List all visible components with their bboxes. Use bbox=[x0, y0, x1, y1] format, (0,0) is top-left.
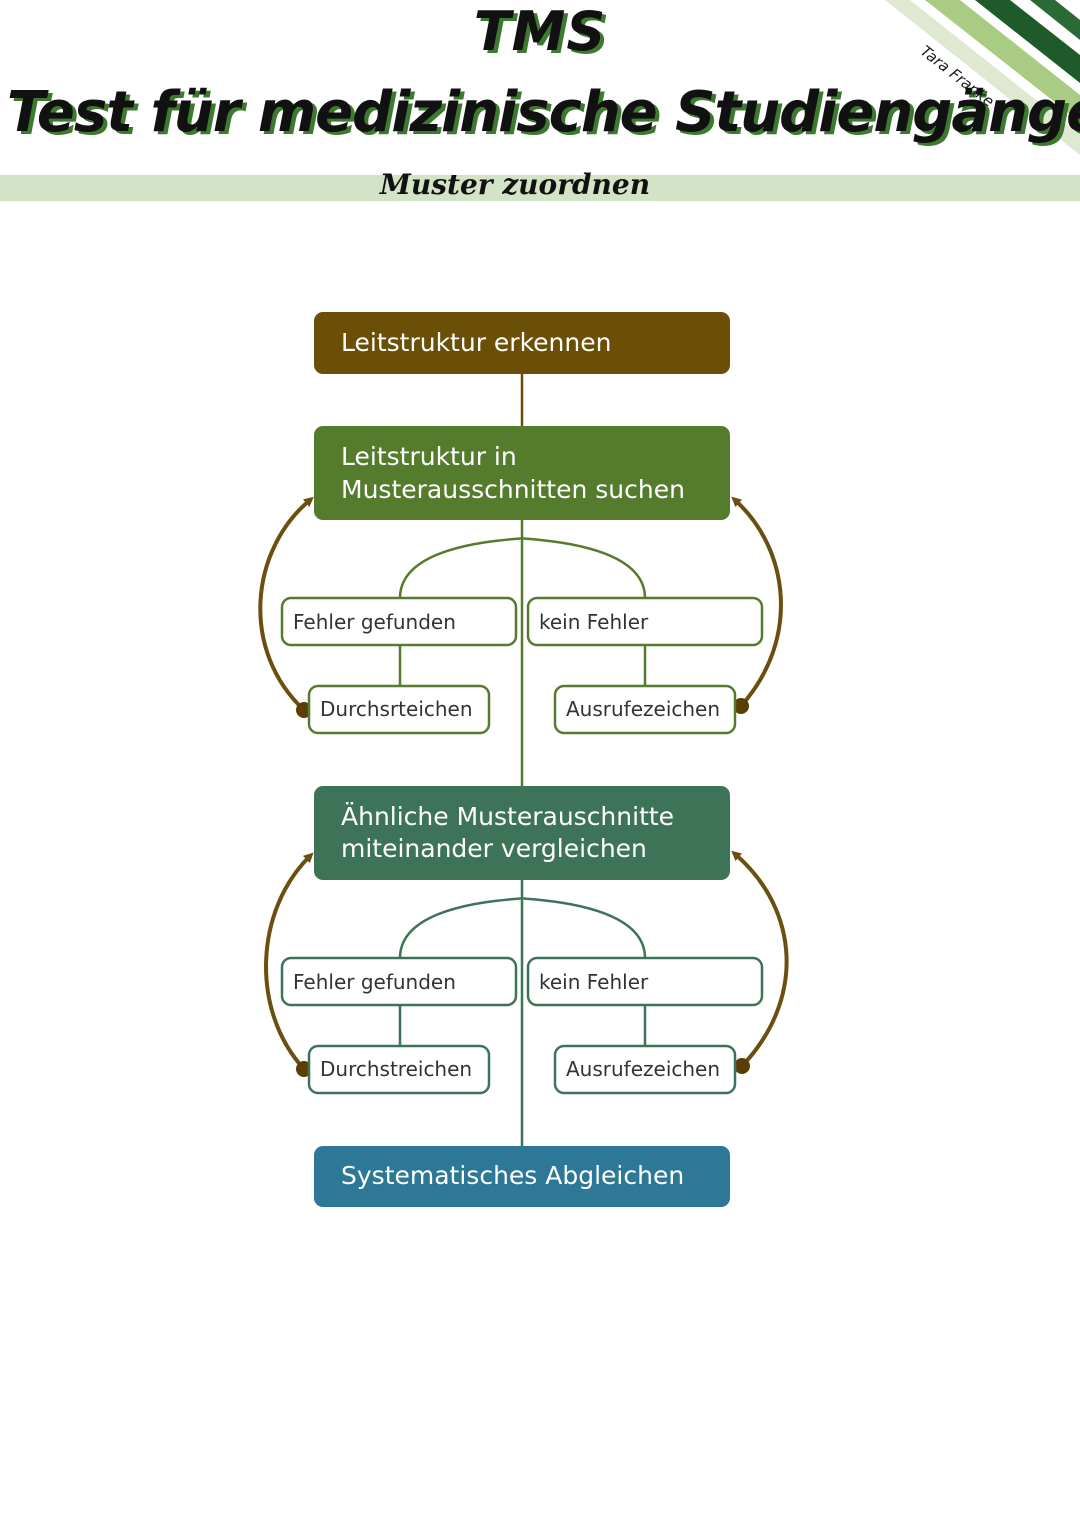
node-step-2-left-action-label: Durchsrteichen bbox=[320, 697, 473, 721]
node-step-3-right: kein Fehler bbox=[526, 956, 764, 1007]
node-step-1-label: Leitstruktur erkennen bbox=[341, 328, 611, 357]
node-step-2-right-action: Ausrufezeichen bbox=[553, 684, 737, 735]
corner-stripes bbox=[885, 0, 1080, 155]
node-step-3-label-line2: miteinander vergleichen bbox=[341, 834, 647, 863]
main-title: Test für medizinische Studiengänge bbox=[6, 80, 1080, 145]
node-step-4-label: Systematisches Abgleichen bbox=[341, 1161, 684, 1190]
node-step-2-right-label: kein Fehler bbox=[539, 610, 649, 634]
loop-arrow-3-left bbox=[264, 852, 314, 1071]
node-step-2-right-action-label: Ausrufezeichen bbox=[566, 697, 720, 721]
section-band bbox=[0, 175, 1080, 201]
loop-arrow-2-right bbox=[731, 496, 783, 708]
node-step-3: Ähnliche Musterauschnitte miteinander ve… bbox=[314, 786, 730, 880]
section-title: Muster zuordnen bbox=[379, 168, 651, 201]
node-step-3-left-action: Durchstreichen bbox=[307, 1044, 491, 1095]
node-step-3-right-label: kein Fehler bbox=[539, 970, 649, 994]
branch-curve-3 bbox=[398, 896, 647, 959]
node-step-3-left-label: Fehler gefunden bbox=[293, 970, 456, 994]
node-step-3-right-action-label: Ausrufezeichen bbox=[566, 1057, 720, 1081]
node-step-4: Systematisches Abgleichen bbox=[314, 1146, 730, 1207]
node-step-2-left-label: Fehler gefunden bbox=[293, 610, 456, 634]
loop-arrow-2-left bbox=[258, 496, 314, 712]
node-step-2-label-line1: Leitstruktur in bbox=[341, 442, 517, 471]
node-step-3-right-action: Ausrufezeichen bbox=[553, 1044, 737, 1095]
loop-dot-3-right bbox=[734, 1058, 750, 1074]
loop-arrow-3-right bbox=[731, 850, 789, 1068]
title: TMS bbox=[473, 0, 607, 63]
loop-dot-2-right bbox=[733, 698, 749, 714]
node-step-3-label-line1: Ähnliche Musterauschnitte bbox=[341, 802, 674, 831]
branch-curve-2 bbox=[398, 536, 647, 599]
node-step-3-left-action-label: Durchstreichen bbox=[320, 1057, 472, 1081]
node-step-1: Leitstruktur erkennen bbox=[314, 312, 730, 374]
node-step-2-label-line2: Musterausschnitten suchen bbox=[341, 475, 685, 504]
node-step-2: Leitstruktur in Musterausschnitten suche… bbox=[314, 426, 730, 520]
node-step-2-right: kein Fehler bbox=[526, 596, 764, 647]
node-step-2-left-action: Durchsrteichen bbox=[307, 684, 491, 735]
node-step-2-left: Fehler gefunden bbox=[280, 596, 518, 647]
node-step-3-left: Fehler gefunden bbox=[280, 956, 518, 1007]
